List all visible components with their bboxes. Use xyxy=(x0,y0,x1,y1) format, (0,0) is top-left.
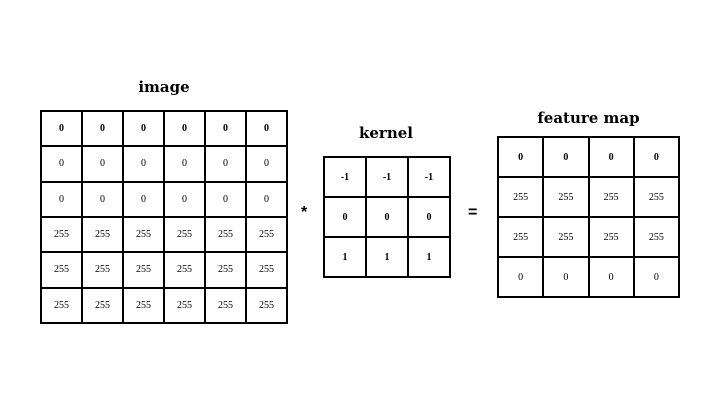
matrix-cell: 255 xyxy=(163,251,206,289)
matrix-cell: 0 xyxy=(587,136,635,178)
matrix-cell: 0 xyxy=(632,136,681,178)
matrix-cell: 0 xyxy=(204,145,247,183)
matrix-cell: 0 xyxy=(81,109,124,148)
matrix-cell: 255 xyxy=(587,176,635,218)
matrix-cell: 255 xyxy=(40,215,83,254)
matrix-cell: 0 xyxy=(245,109,288,148)
convolution-operator: * xyxy=(301,204,308,221)
matrix-cell: 255 xyxy=(122,286,165,325)
matrix-cell: 0 xyxy=(204,109,247,148)
matrix-cell: 0 xyxy=(122,109,165,148)
matrix-cell: 255 xyxy=(542,176,590,218)
matrix-cell: 255 xyxy=(40,286,83,325)
matrix-cell: 1 xyxy=(365,236,409,278)
matrix-cell: 255 xyxy=(587,216,635,258)
feature-map-title: feature map xyxy=(537,109,640,127)
matrix-cell: 255 xyxy=(81,286,124,325)
matrix-cell: 0 xyxy=(407,196,451,238)
kernel-title: kernel xyxy=(359,124,413,142)
matrix-cell: 0 xyxy=(40,180,83,218)
matrix-cell: 255 xyxy=(163,215,206,254)
matrix-cell: -1 xyxy=(323,156,367,198)
matrix-cell: 255 xyxy=(122,251,165,289)
matrix-cell: 255 xyxy=(40,251,83,289)
matrix-cell: 0 xyxy=(542,136,590,178)
matrix-cell: 255 xyxy=(204,215,247,254)
matrix-cell: 0 xyxy=(245,145,288,183)
matrix-cell: 0 xyxy=(163,180,206,218)
matrix-cell: 0 xyxy=(81,180,124,218)
matrix-cell: 1 xyxy=(323,236,367,278)
matrix-cell: 255 xyxy=(81,215,124,254)
matrix-cell: 255 xyxy=(496,216,545,258)
matrix-cell: 255 xyxy=(81,251,124,289)
equals-operator: = xyxy=(468,204,478,221)
matrix-cell: 0 xyxy=(365,196,409,238)
matrix-row: -1-1-1 xyxy=(323,156,451,198)
matrix-cell: 0 xyxy=(81,145,124,183)
matrix-cell: 0 xyxy=(122,180,165,218)
matrix-cell: 0 xyxy=(245,180,288,218)
matrix-cell: 255 xyxy=(245,286,288,325)
matrix-cell: 0 xyxy=(323,196,367,238)
matrix-cell: -1 xyxy=(365,156,409,198)
matrix-cell: 255 xyxy=(632,216,681,258)
matrix-cell: 1 xyxy=(407,236,451,278)
matrix-cell: 0 xyxy=(496,136,545,178)
matrix-cell: 0 xyxy=(496,256,545,298)
matrix-cell: 255 xyxy=(632,176,681,218)
matrix-cell: 0 xyxy=(587,256,635,298)
matrix-cell: 255 xyxy=(496,176,545,218)
matrix-cell: 255 xyxy=(245,215,288,254)
matrix-cell: -1 xyxy=(407,156,451,198)
image-title: image xyxy=(138,78,190,96)
matrix-cell: 0 xyxy=(632,256,681,298)
matrix-cell: 0 xyxy=(40,145,83,183)
matrix-cell: 255 xyxy=(542,216,590,258)
matrix-cell: 255 xyxy=(245,251,288,289)
matrix-cell: 255 xyxy=(163,286,206,325)
matrix-cell: 255 xyxy=(204,251,247,289)
matrix-cell: 0 xyxy=(163,145,206,183)
matrix-cell: 0 xyxy=(40,109,83,148)
matrix-cell: 255 xyxy=(122,215,165,254)
matrix-cell: 0 xyxy=(204,180,247,218)
matrix-cell: 0 xyxy=(542,256,590,298)
matrix-cell: 0 xyxy=(122,145,165,183)
matrix-cell: 255 xyxy=(204,286,247,325)
matrix-cell: 0 xyxy=(163,109,206,148)
